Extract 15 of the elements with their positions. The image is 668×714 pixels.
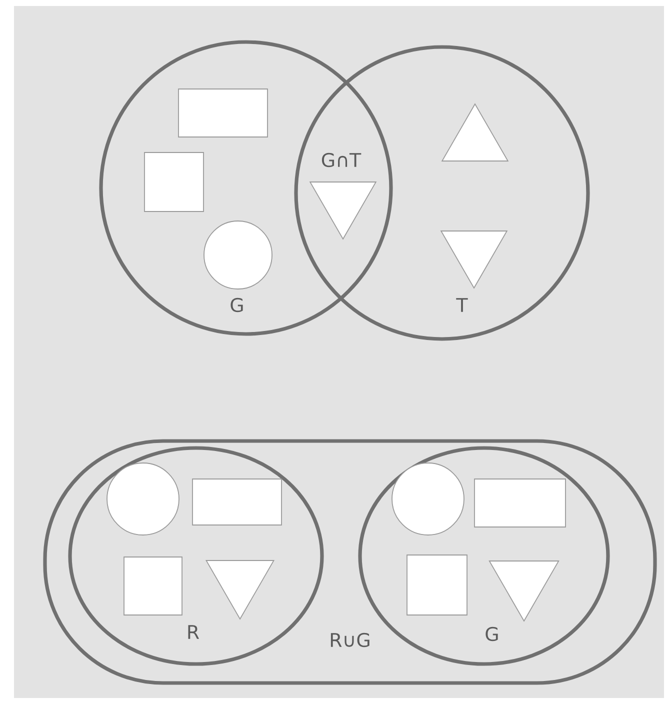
set-label: G xyxy=(230,298,243,312)
rectangle-shape xyxy=(178,88,268,138)
set-label: G xyxy=(486,626,498,642)
set-label: R∪G xyxy=(330,632,370,648)
set-label: R xyxy=(188,625,200,639)
circle-shape xyxy=(392,462,464,536)
square-shape xyxy=(406,554,468,616)
square-shape xyxy=(144,152,204,212)
rectangle-shape xyxy=(192,478,282,526)
circle-shape xyxy=(204,220,272,290)
rectangle-shape xyxy=(474,478,566,528)
set-label: T xyxy=(456,298,468,312)
set-label: G∩T xyxy=(322,152,362,168)
square-shape xyxy=(124,556,182,616)
circle-shape xyxy=(106,462,180,536)
